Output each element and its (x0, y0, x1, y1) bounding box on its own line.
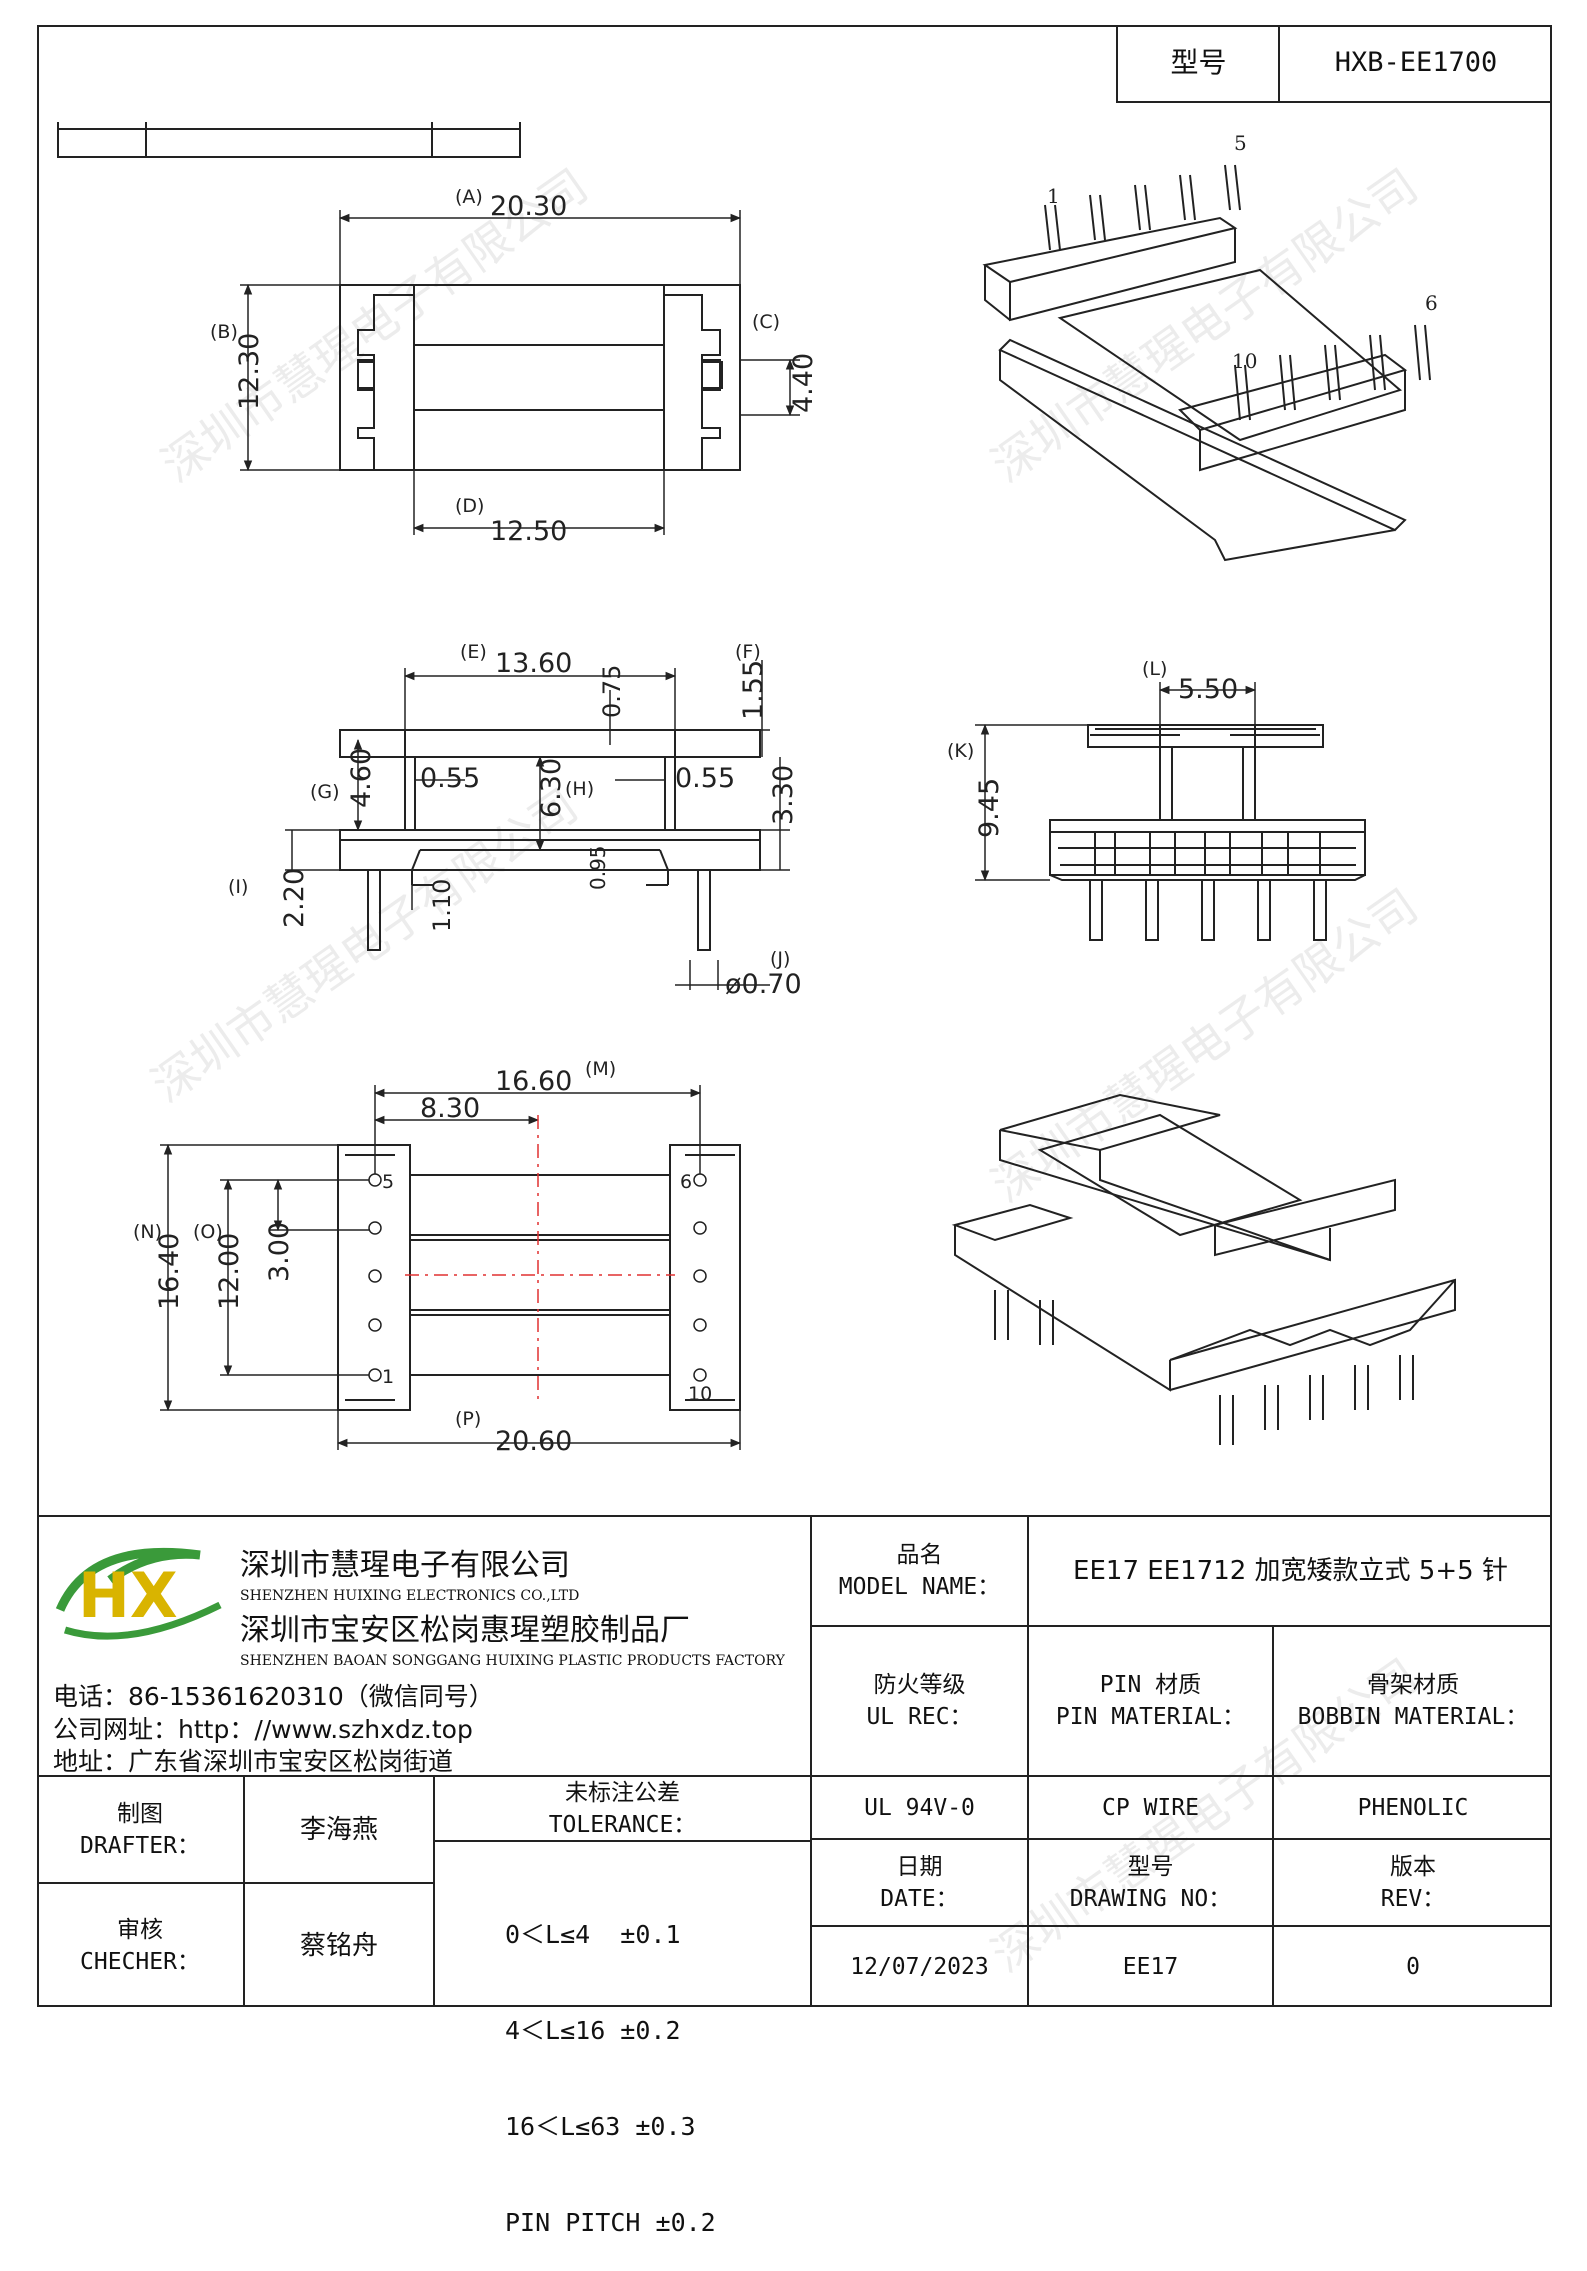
iso-pin-10: 10 (1232, 349, 1257, 373)
dim-tag-n: (N) (133, 1221, 162, 1243)
ul-value: UL 94V-0 (864, 1794, 975, 1821)
dim-l: 5.50 (1178, 674, 1238, 705)
top-view (240, 210, 800, 535)
dim-tag-c: (C) (752, 311, 780, 333)
pin-label-5: 5 (382, 1171, 394, 1193)
dim-tag-e: (E) (460, 641, 487, 663)
dim-m: 16.60 (495, 1066, 572, 1097)
dim-tag-o: (O) (193, 1221, 223, 1243)
centerline (405, 1115, 675, 1400)
dim-g: 4.60 (346, 748, 377, 808)
dim-f: 1.55 (738, 660, 769, 720)
date-value: 12/07/2023 (850, 1954, 989, 1980)
dim-p: 20.60 (495, 1426, 572, 1457)
dim-tag-i: (I) (228, 876, 248, 898)
dim-055-left: 0.55 (420, 763, 480, 794)
svg-text:HX: HX (78, 1559, 178, 1632)
dim-tag-d: (D) (455, 495, 484, 517)
header-model-value: HXB-EE1700 (1278, 25, 1552, 103)
dim-i: 2.20 (279, 868, 310, 928)
dim-tag-p: (P) (455, 1408, 481, 1430)
drawing-no-value: EE17 (1122, 1954, 1179, 1980)
bottom-view (160, 1085, 742, 1450)
dim-tag-b: (B) (210, 321, 238, 343)
dim-k: 9.45 (974, 778, 1005, 838)
pin-material-value: CP WIRE (1102, 1794, 1199, 1821)
dim-tag-a: (A) (455, 186, 483, 208)
company-name-en: SHENZHEN HUIXING ELECTRONICS CO.,LTD (240, 1588, 580, 1604)
company-address: 地址：广东省深圳市宝安区松岗街道 (53, 1747, 454, 1776)
dim-tag-j: (J) (770, 948, 790, 970)
dim-075: 0.75 (598, 665, 626, 718)
iso-pin-5: 5 (1234, 131, 1247, 155)
factory-name-en: SHENZHEN BAOAN SONGGANG HUIXING PLASTIC … (240, 1653, 785, 1669)
technical-drawing: (A) 20.30 (B) 12.30 (C) 4.40 (D) 12.50 (… (57, 122, 1456, 1457)
tolerance-line: 16＜L≤63 ±0.3 (505, 2112, 696, 2141)
bobbin-material-label: 骨架材质 BOBBIN MATERIAL： (1297, 1672, 1529, 1730)
company-name-cn: 深圳市慧瑆电子有限公司 (240, 1548, 570, 1583)
dim-300: 3.00 (264, 1222, 295, 1282)
tolerance-list: 0＜L≤4 ±0.1 4＜L≤16 ±0.2 16＜L≤63 ±0.3 PIN … (505, 1855, 716, 2271)
rev-label: 版本 REV： (1380, 1853, 1446, 1912)
rev-value: 0 (1406, 1954, 1420, 1980)
iso-pin-6: 6 (1425, 291, 1438, 315)
dim-e: 13.60 (495, 648, 572, 679)
dim-b: 12.30 (234, 333, 265, 410)
dim-tag-f: (F) (735, 641, 761, 663)
ul-rec-label: 防火等级 UL REC： (866, 1672, 973, 1730)
iso-view-top (982, 164, 1431, 562)
drafter-name: 李海燕 (299, 1814, 378, 1845)
dim-c: 4.40 (788, 353, 819, 413)
title-strip (57, 128, 521, 158)
front-view (285, 660, 790, 990)
dim-110: 1.10 (428, 879, 456, 932)
factory-name-cn: 深圳市宝安区松岗惠瑆塑胶制品厂 (240, 1613, 690, 1648)
dim-h: 6.30 (536, 758, 567, 818)
dim-tag-h: (H) (565, 778, 594, 800)
date-label: 日期 DATE： (880, 1853, 959, 1912)
dim-095: 0.95 (586, 845, 610, 890)
dim-055-right: 0.55 (675, 763, 735, 794)
header-model-label: 型号 (1116, 25, 1279, 103)
dim-d: 12.50 (490, 516, 567, 547)
pin-material-label: PIN 材质 PIN MATERIAL： (1055, 1672, 1246, 1730)
dim-830: 8.30 (420, 1093, 480, 1124)
bottom-pin-holes (368, 1173, 707, 1382)
dim-j: ø0.70 (725, 969, 802, 1000)
dim-tag-m: (M) (585, 1058, 616, 1080)
pin-label-1: 1 (382, 1366, 394, 1388)
iso-pin-1: 1 (1047, 184, 1060, 208)
dim-n: 16.40 (154, 1233, 185, 1310)
dim-o: 12.00 (214, 1233, 245, 1310)
drawing-frame (37, 25, 1552, 2007)
side-view (975, 682, 1366, 941)
dim-tag-k: (K) (947, 740, 974, 762)
drawing-no-label: 型号 DRAWING NO： (1069, 1853, 1232, 1912)
company-website: 公司网址：http：//www.szhxdz.top (53, 1715, 473, 1744)
company-logo: HX (55, 1547, 222, 1640)
dim-tag-g: (G) (310, 781, 340, 803)
company-phone: 电话：86-15361620310（微信同号） (53, 1682, 494, 1711)
tolerance-label: 未标注公差 TOLERANCE： (548, 1779, 697, 1838)
checker-label: 审核 CHECHER： (80, 1916, 200, 1975)
drafter-label: 制图 DRAFTER： (80, 1800, 200, 1859)
model-name-label: 品名 MODEL NAME： (838, 1542, 1001, 1600)
pin-label-10: 10 (688, 1383, 712, 1405)
dim-330: 3.30 (768, 765, 799, 825)
tolerance-line: PIN PITCH ±0.2 (505, 2208, 716, 2237)
tolerance-line: 4＜L≤16 ±0.2 (505, 2016, 681, 2045)
dim-tag-l: (L) (1142, 658, 1167, 680)
model-name-value: EE17 EE1712 加宽矮款立式 5+5 针 (1073, 1556, 1508, 1586)
iso-view-bottom (951, 1093, 1456, 1445)
dim-a: 20.30 (490, 191, 567, 222)
checker-name: 蔡铭舟 (299, 1930, 378, 1961)
pin-label-6: 6 (680, 1171, 692, 1193)
bobbin-material-value: PHENOLIC (1357, 1794, 1469, 1821)
tolerance-line: 0＜L≤4 ±0.1 (505, 1920, 681, 1949)
